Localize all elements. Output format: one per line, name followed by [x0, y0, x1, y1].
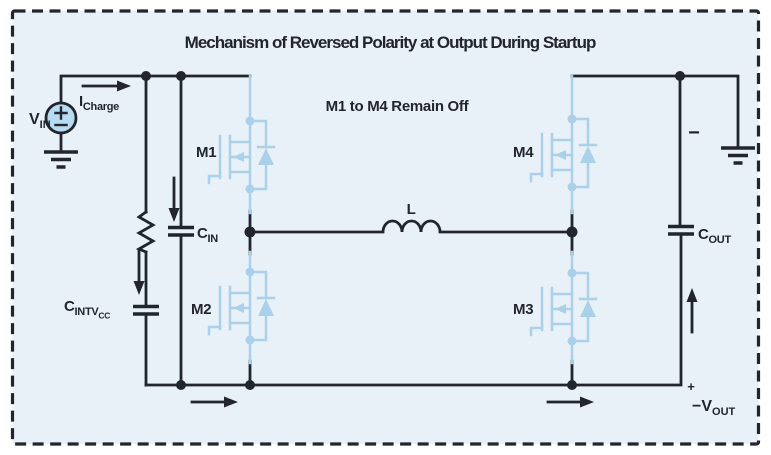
- m1-label: M1: [196, 144, 216, 161]
- diagram-title: Mechanism of Reversed Polarity at Output…: [185, 33, 596, 52]
- mosfet-m2: [207, 250, 276, 365]
- capacitor-cintvcc: [133, 304, 159, 316]
- junction-dots: [141, 71, 685, 390]
- plus-sign: [54, 106, 68, 120]
- m3-label: M3: [513, 301, 533, 318]
- icharge-label: ICharge: [79, 93, 119, 113]
- inductor-label: L: [407, 201, 416, 218]
- cout-label: COUT: [698, 226, 731, 246]
- capacitors: [133, 224, 694, 316]
- vin-source: [44, 101, 78, 154]
- output-plus-label: +: [687, 379, 695, 394]
- m4-label: M4: [513, 144, 534, 161]
- mosfet-m1: [207, 74, 276, 215]
- cin-label: CIN: [197, 225, 218, 245]
- cintvcc-label: CINTVCC: [64, 298, 110, 321]
- wire-input-top: [59, 74, 252, 105]
- capacitor-cin: [168, 225, 194, 237]
- mosfet-m3: [529, 250, 598, 365]
- diagram-subtitle: M1 to M4 Remain Off: [326, 98, 470, 115]
- capacitor-cout: [668, 224, 694, 236]
- vout-label: −VOUT: [692, 398, 736, 418]
- wire-bottom-rail: [144, 233, 683, 387]
- inductor: [248, 219, 574, 234]
- vin-label: VIN: [29, 111, 51, 131]
- output-minus-label: −: [688, 122, 700, 144]
- dashed-border: [10, 9, 761, 446]
- wire-output-top: [570, 74, 740, 150]
- mosfet-m4: [529, 74, 598, 215]
- m2-label: M2: [191, 301, 211, 318]
- resistor: [135, 210, 156, 254]
- panel-background: [12, 11, 759, 444]
- current-arrows: [81, 80, 698, 408]
